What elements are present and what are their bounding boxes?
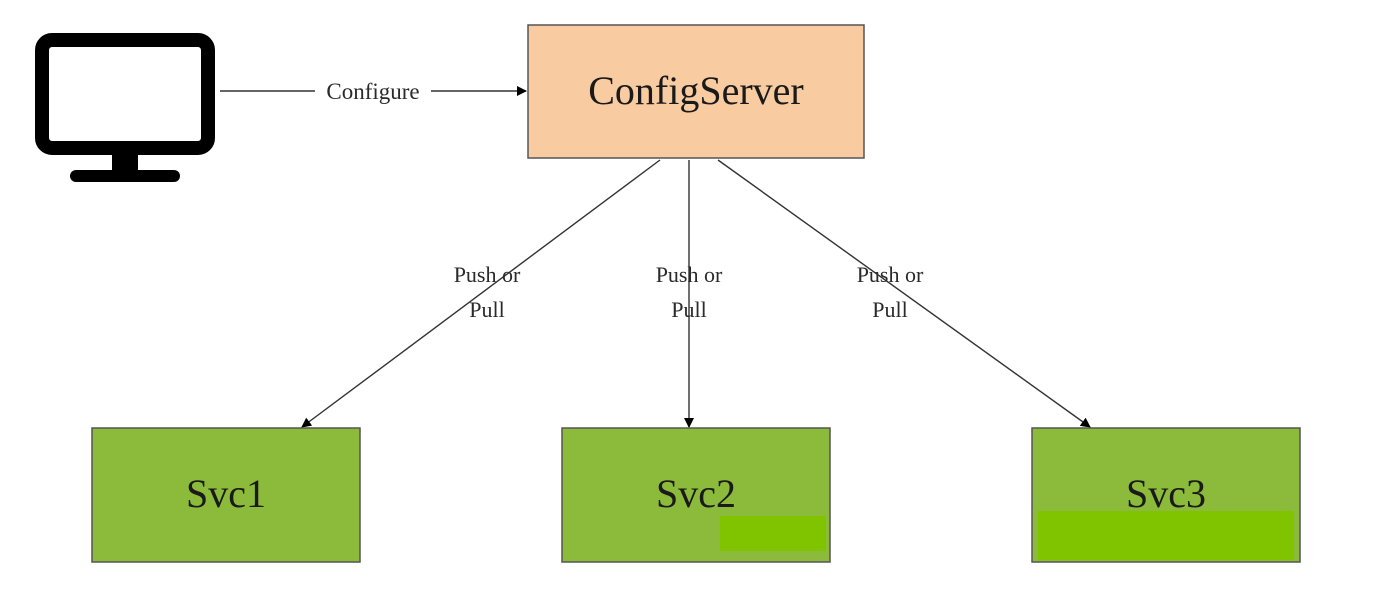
push-pull-label-3a: Push or xyxy=(857,262,924,287)
highlight-block-1 xyxy=(720,516,826,551)
push-pull-label-1b: Pull xyxy=(469,297,504,322)
push-pull-edge-svc3: Push or Pull xyxy=(717,159,1091,428)
svc3-label: Svc3 xyxy=(1126,471,1206,516)
config-server-label: ConfigServer xyxy=(588,68,804,113)
configure-label: Configure xyxy=(326,79,419,104)
highlight-block-2 xyxy=(1038,511,1294,560)
push-pull-label-2b: Pull xyxy=(671,297,706,322)
monitor-icon xyxy=(35,33,215,182)
configure-edge: Configure xyxy=(220,78,527,104)
svc1-node: Svc1 xyxy=(91,427,361,563)
push-pull-label-2a: Push or xyxy=(656,262,723,287)
svc2-label: Svc2 xyxy=(656,471,736,516)
config-server-node: ConfigServer xyxy=(527,24,865,159)
svc1-label: Svc1 xyxy=(186,471,266,516)
push-pull-label-3b: Pull xyxy=(872,297,907,322)
push-pull-label-1a: Push or xyxy=(454,262,521,287)
push-pull-edge-svc1: Push or Pull xyxy=(301,159,661,428)
push-pull-edge-svc2: Push or Pull xyxy=(656,160,723,428)
